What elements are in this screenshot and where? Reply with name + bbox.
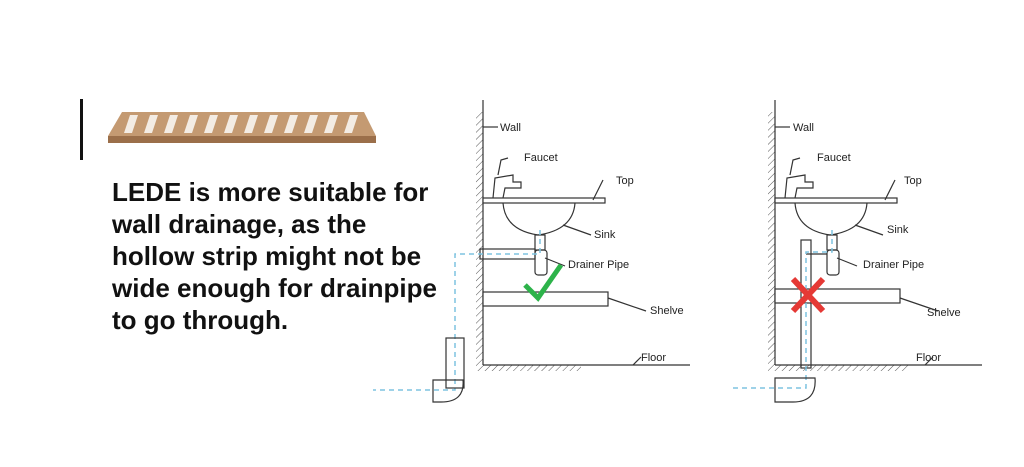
wall-hatch — [768, 112, 775, 365]
slat-gap — [324, 115, 338, 133]
leader-floor — [632, 356, 642, 366]
slat-gap — [284, 115, 298, 133]
water-flow-path — [730, 230, 833, 389]
headline-text: LEDE is more suitable for wall drainage,… — [112, 177, 437, 335]
diagram-wall-drain-correct: Wall Faucet Top Sink Drainer Pipe Shelve… — [373, 100, 690, 403]
label-floor: Floor — [641, 352, 666, 364]
leader-top — [884, 179, 896, 201]
slat-gap — [244, 115, 258, 133]
leader-sink — [854, 224, 884, 236]
sink-bowl — [502, 202, 576, 236]
label-shelve: Shelve — [650, 305, 684, 317]
countertop — [482, 197, 606, 204]
leader-sink — [562, 224, 592, 236]
label-drainer-pipe: Drainer Pipe — [863, 259, 924, 271]
accent-bar — [80, 99, 83, 160]
water-flow-path — [373, 230, 541, 391]
slat-gap — [184, 115, 198, 133]
slat-gap — [144, 115, 158, 133]
check-mark-icon — [523, 263, 564, 302]
wall-hatch — [476, 112, 483, 365]
slat-gap — [224, 115, 238, 133]
sink-bowl — [794, 202, 868, 236]
wooden-slat-panel-image — [108, 112, 376, 143]
label-wall: Wall — [500, 122, 521, 134]
leader-drainer — [836, 257, 858, 267]
label-drainer-pipe: Drainer Pipe — [568, 259, 629, 271]
outflow-elbow — [774, 377, 816, 403]
label-sink: Sink — [594, 229, 616, 241]
leader-shelve — [899, 297, 939, 312]
drainer-trap — [826, 249, 840, 276]
label-top: Top — [904, 175, 922, 187]
leader-drainer — [544, 257, 566, 267]
slat-gap — [164, 115, 178, 133]
floor-hatch — [768, 365, 908, 371]
drainer-trap — [534, 249, 548, 276]
label-sink: Sink — [887, 224, 909, 236]
shelf — [774, 288, 901, 304]
label-floor: Floor — [916, 352, 941, 364]
faucet-leader — [497, 157, 509, 176]
shelf — [482, 291, 609, 307]
leader-floor — [924, 356, 934, 366]
slat-gap — [124, 115, 138, 133]
floor-hatch — [476, 365, 581, 371]
label-faucet: Faucet — [524, 152, 558, 164]
slat-gap — [264, 115, 278, 133]
outflow-pipe-vertical — [445, 337, 465, 389]
cross-mark-icon — [790, 276, 826, 314]
slat-gap — [304, 115, 318, 133]
leader-top — [592, 179, 604, 201]
countertop — [774, 197, 898, 204]
label-top: Top — [616, 175, 634, 187]
outflow-elbow — [432, 379, 464, 403]
label-wall: Wall — [793, 122, 814, 134]
faucet — [784, 174, 814, 199]
leader-shelve — [607, 297, 647, 312]
slat-gap — [344, 115, 358, 133]
faucet-leader — [789, 157, 801, 176]
faucet — [492, 174, 522, 199]
diagram-floor-drain-blocked: Wall Faucet Top Sink Drainer Pipe Shelve… — [730, 100, 982, 403]
label-faucet: Faucet — [817, 152, 851, 164]
slat-gap — [204, 115, 218, 133]
